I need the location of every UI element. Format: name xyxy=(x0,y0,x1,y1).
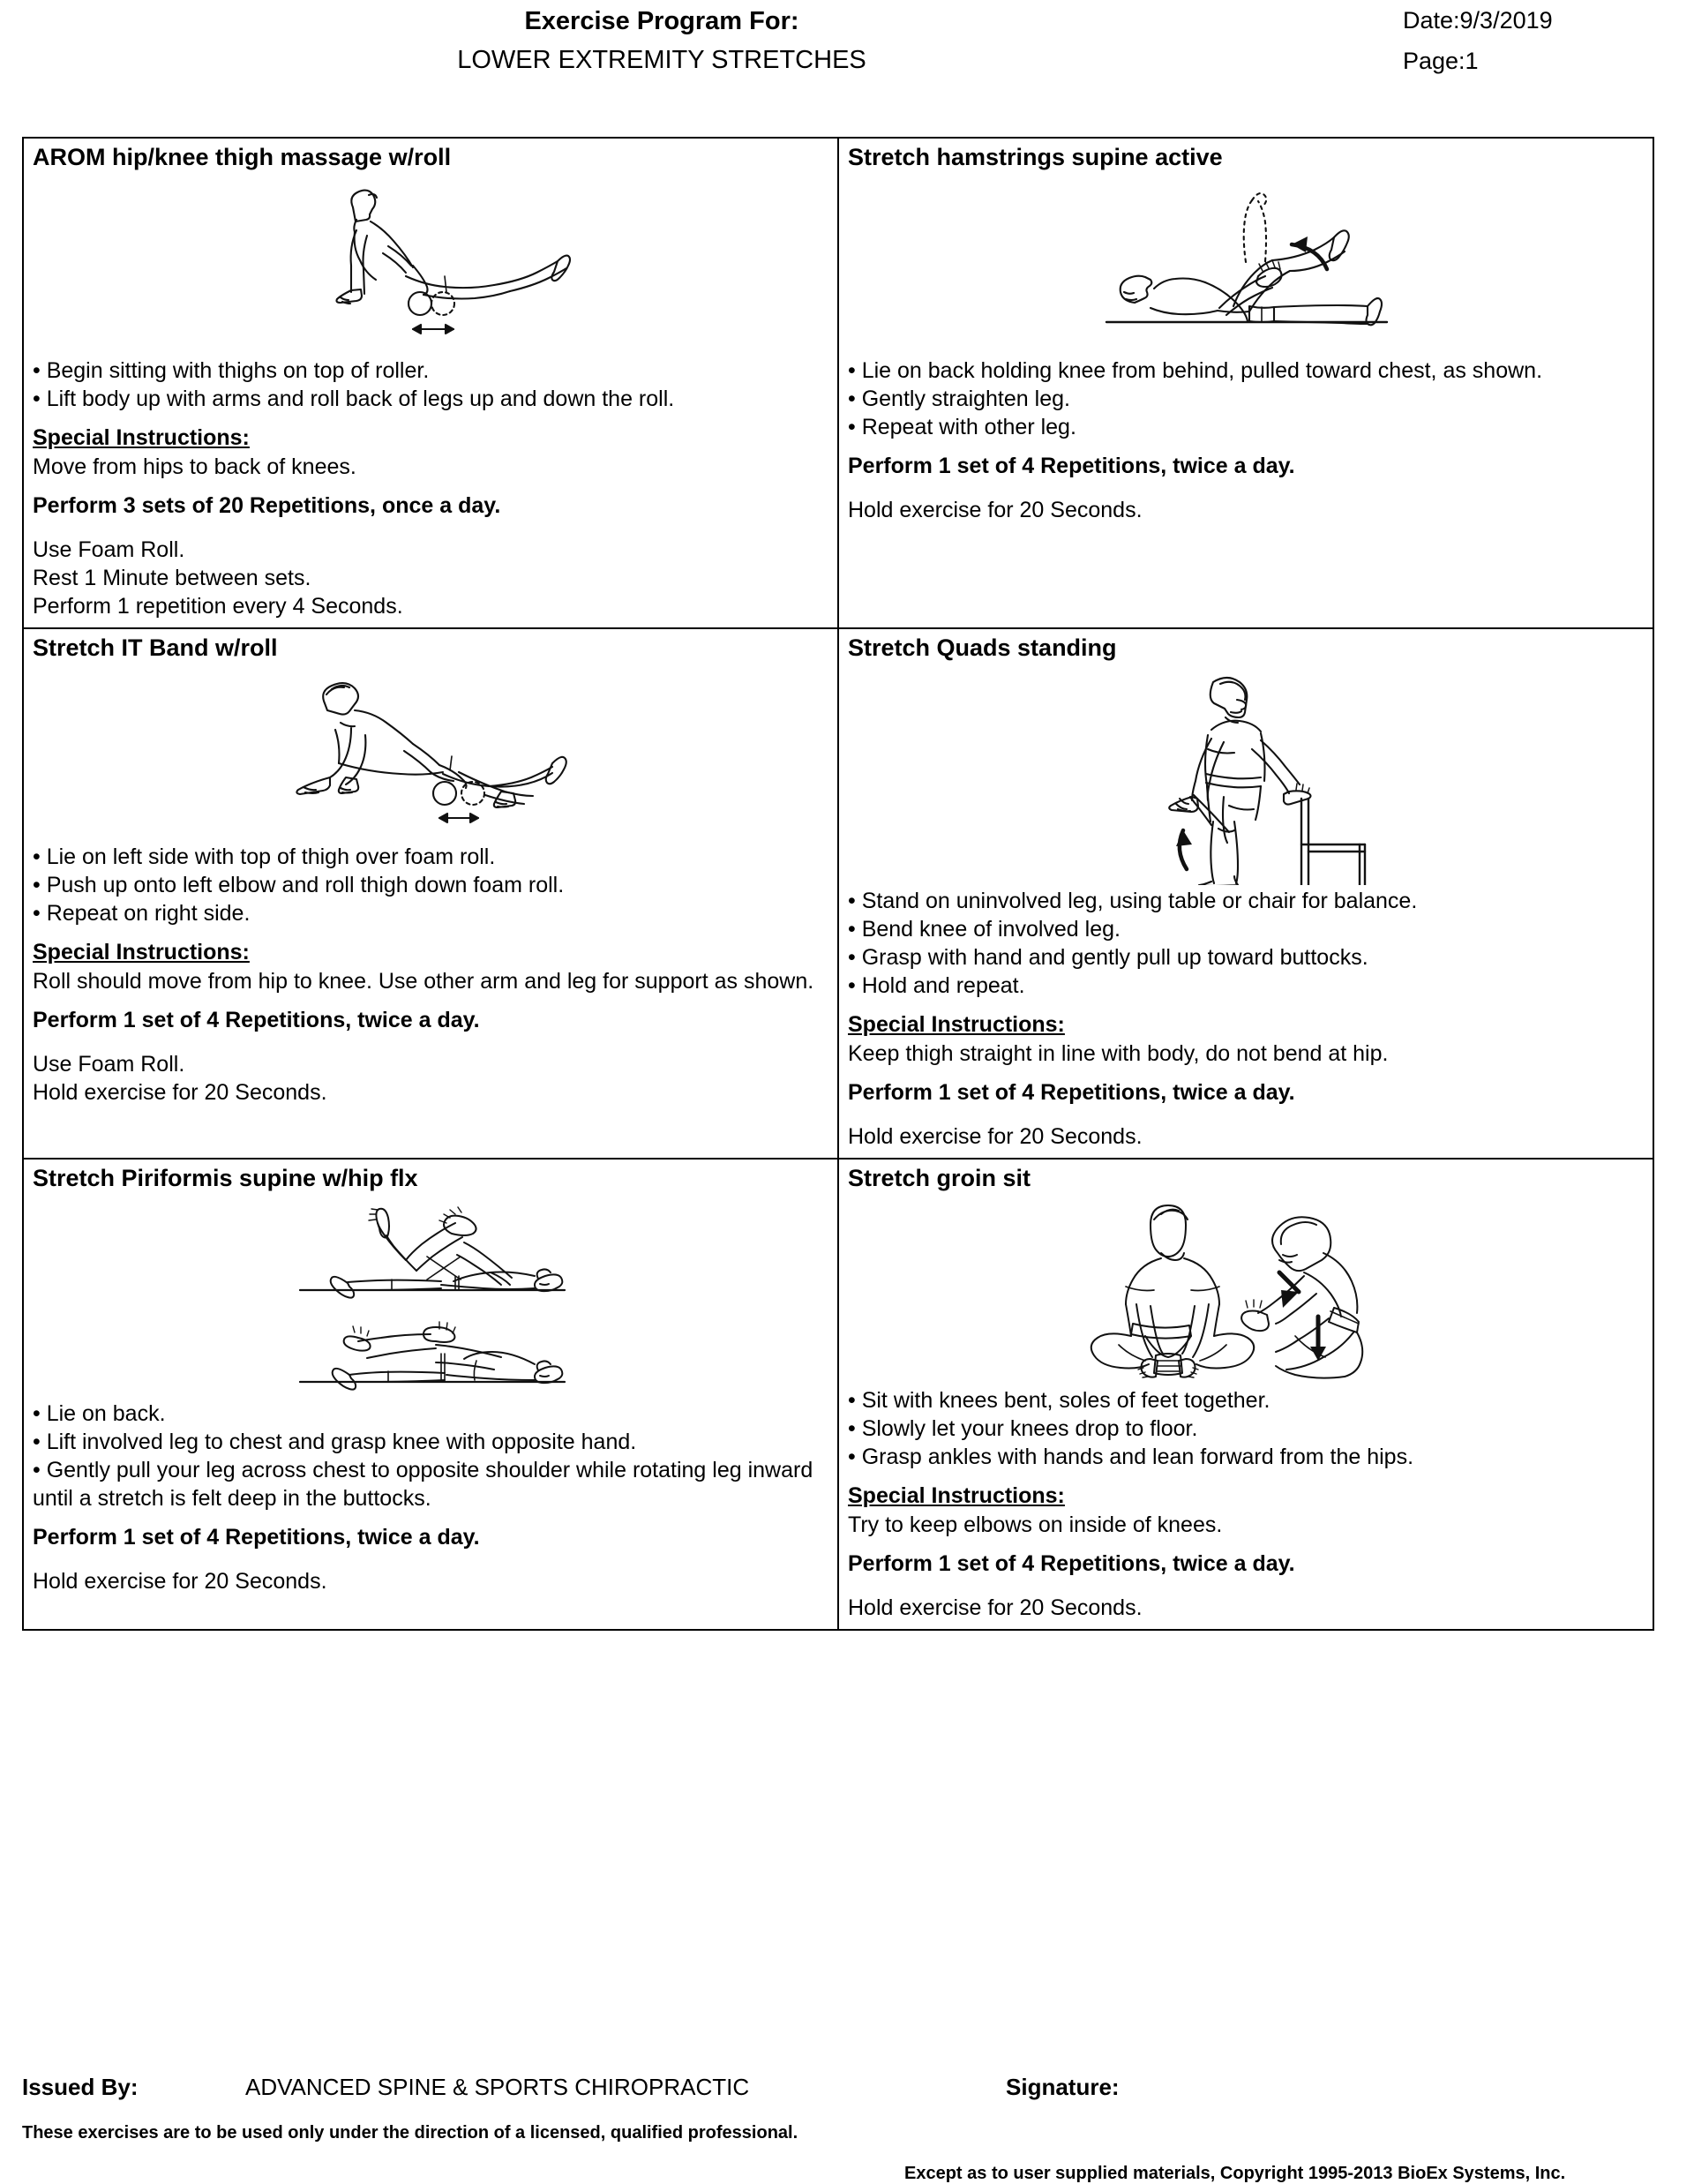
signature-label: Signature: xyxy=(1006,2074,1120,2100)
exercise-title: Stretch Quads standing xyxy=(848,634,1117,661)
bullet-item: • Slowly let your knees drop to floor. xyxy=(848,1415,1198,1441)
instruction-bullets: • Stand on uninvolved leg, using table o… xyxy=(848,887,1644,1000)
bullet-item: • Begin sitting with thighs on top of ro… xyxy=(33,357,430,383)
special-instructions-heading: Special Instructions: xyxy=(848,1482,1065,1508)
extra-notes: Use Foam Roll. Hold exercise for 20 Seco… xyxy=(33,1050,828,1107)
exercise-cell-stretch-it-band-wroll: Stretch IT Band w/roll xyxy=(22,627,839,1160)
extra-notes: Hold exercise for 20 Seconds. xyxy=(33,1567,828,1595)
table-row: Stretch Piriformis supine w/hip flx xyxy=(22,1157,1654,1631)
bullet-item: • Grasp with hand and gently pull up tow… xyxy=(848,944,1368,970)
perform-prescription: Perform 3 sets of 20 Repetitions, once a… xyxy=(33,492,501,518)
exercise-cell-stretch-piriformis-supine-whip-flx: Stretch Piriformis supine w/hip flx xyxy=(22,1157,839,1631)
bullet-item: • Lie on back. xyxy=(33,1400,166,1426)
exercise-cell-stretch-quads-standing: Stretch Quads standing xyxy=(837,627,1654,1160)
bullet-item: • Gently straighten leg. xyxy=(848,386,1070,411)
extra-note: Hold exercise for 20 Seconds. xyxy=(848,497,1143,522)
perform-prescription: Perform 1 set of 4 Repetitions, twice a … xyxy=(33,1007,480,1032)
special-instructions-heading: Special Instructions: xyxy=(848,1011,1065,1037)
bullet-item: • Lift involved leg to chest and grasp k… xyxy=(33,1429,637,1454)
bullet-item: • Repeat with other leg. xyxy=(848,414,1076,439)
bullet-item: • Lie on back holding knee from behind, … xyxy=(848,357,1543,383)
perform-prescription: Perform 1 set of 4 Repetitions, twice a … xyxy=(848,453,1295,478)
exercise-illustration-it-band-roller xyxy=(33,664,828,841)
bullet-item: • Bend knee of involved leg. xyxy=(848,916,1121,942)
instruction-bullets: • Lie on left side with top of thigh ove… xyxy=(33,843,828,927)
exercise-title: Stretch hamstrings supine active xyxy=(848,144,1223,170)
exercise-illustration-standing-quad-stretch xyxy=(848,664,1644,885)
special-instructions-text: Move from hips to back of knees. xyxy=(33,454,356,479)
document-header: Exercise Program For: LOWER EXTREMITY ST… xyxy=(0,0,1694,88)
extra-note: Hold exercise for 20 Seconds. xyxy=(33,1568,327,1594)
bullet-item: • Lift body up with arms and roll back o… xyxy=(33,386,675,411)
perform-prescription: Perform 1 set of 4 Repetitions, twice a … xyxy=(33,1524,480,1550)
exercise-cell-stretch-hamstrings-supine-active: Stretch hamstrings supine active xyxy=(837,137,1654,629)
instruction-bullets: • Lie on back. • Lift involved leg to ch… xyxy=(33,1400,828,1512)
exercise-illustration-piriformis-two-views xyxy=(33,1195,828,1398)
copyright-text: Except as to user supplied materials, Co… xyxy=(904,2164,1566,2183)
bullet-item: • Grasp ankles with hands and lean forwa… xyxy=(848,1444,1414,1469)
extra-note: Use Foam Roll. xyxy=(33,537,185,562)
exercise-title: Stretch groin sit xyxy=(848,1164,1031,1191)
special-instructions-heading: Special Instructions: xyxy=(33,939,250,964)
extra-notes: Hold exercise for 20 Seconds. xyxy=(848,496,1644,524)
document-footer: Issued By: ADVANCED SPINE & SPORTS CHIRO… xyxy=(0,2056,1694,2183)
exercise-illustration-hamstring-supine xyxy=(848,174,1644,355)
extra-note: Use Foam Roll. xyxy=(33,1051,185,1077)
bullet-item: • Sit with knees bent, soles of feet tog… xyxy=(848,1387,1270,1413)
exercise-table: AROM hip/knee thigh massage w/roll xyxy=(22,137,1654,1631)
exercise-cell-arom-hip-knee-thigh-massage: AROM hip/knee thigh massage w/roll xyxy=(22,137,839,629)
extra-note: Hold exercise for 20 Seconds. xyxy=(33,1079,327,1105)
extra-note: Hold exercise for 20 Seconds. xyxy=(848,1595,1143,1620)
bullet-item: • Stand on uninvolved leg, using table o… xyxy=(848,888,1418,913)
instruction-bullets: • Lie on back holding knee from behind, … xyxy=(848,356,1644,441)
perform-prescription: Perform 1 set of 4 Repetitions, twice a … xyxy=(848,1079,1295,1105)
extra-note: Hold exercise for 20 Seconds. xyxy=(848,1123,1143,1149)
extra-note: Perform 1 repetition every 4 Seconds. xyxy=(33,593,403,619)
exercise-title: Stretch Piriformis supine w/hip flx xyxy=(33,1164,418,1191)
special-instructions-text: Keep thigh straight in line with body, d… xyxy=(848,1040,1389,1066)
bullet-item: • Repeat on right side. xyxy=(33,900,251,926)
exercise-illustration-groin-butterfly-two-views xyxy=(848,1195,1644,1385)
extra-note: Rest 1 Minute between sets. xyxy=(33,565,311,590)
exercise-title: AROM hip/knee thigh massage w/roll xyxy=(33,144,452,170)
table-row: Stretch IT Band w/roll xyxy=(22,627,1654,1160)
perform-prescription: Perform 1 set of 4 Repetitions, twice a … xyxy=(848,1550,1295,1576)
bullet-item: • Lie on left side with top of thigh ove… xyxy=(33,844,496,869)
disclaimer-text: These exercises are to be used only unde… xyxy=(22,2123,798,2143)
page-number-label: Page:1 xyxy=(1403,48,1479,74)
special-instructions-text: Roll should move from hip to knee. Use o… xyxy=(33,968,814,994)
extra-notes: Hold exercise for 20 Seconds. xyxy=(848,1122,1644,1151)
extra-notes: Use Foam Roll. Rest 1 Minute between set… xyxy=(33,536,828,620)
exercise-title: Stretch IT Band w/roll xyxy=(33,634,278,661)
page-title: Exercise Program For: xyxy=(524,7,799,35)
exercise-illustration-foam-roller-sitting xyxy=(33,174,828,355)
date-label: Date:9/3/2019 xyxy=(1403,7,1553,34)
program-name: LOWER EXTREMITY STRETCHES xyxy=(457,46,866,74)
instruction-bullets: • Begin sitting with thighs on top of ro… xyxy=(33,356,828,413)
clinic-name: ADVANCED SPINE & SPORTS CHIROPRACTIC xyxy=(245,2074,750,2100)
bullet-item: • Push up onto left elbow and roll thigh… xyxy=(33,872,565,897)
instruction-bullets: • Sit with knees bent, soles of feet tog… xyxy=(848,1386,1644,1471)
special-instructions-heading: Special Instructions: xyxy=(33,424,250,450)
bullet-item: • Hold and repeat. xyxy=(848,972,1025,998)
issued-by-label: Issued By: xyxy=(22,2074,139,2100)
extra-notes: Hold exercise for 20 Seconds. xyxy=(848,1594,1644,1622)
bullet-item: • Gently pull your leg across chest to o… xyxy=(33,1457,820,1511)
exercise-cell-stretch-groin-sit: Stretch groin sit xyxy=(837,1157,1654,1631)
table-row: AROM hip/knee thigh massage w/roll xyxy=(22,137,1654,629)
special-instructions-text: Try to keep elbows on inside of knees. xyxy=(848,1512,1223,1537)
